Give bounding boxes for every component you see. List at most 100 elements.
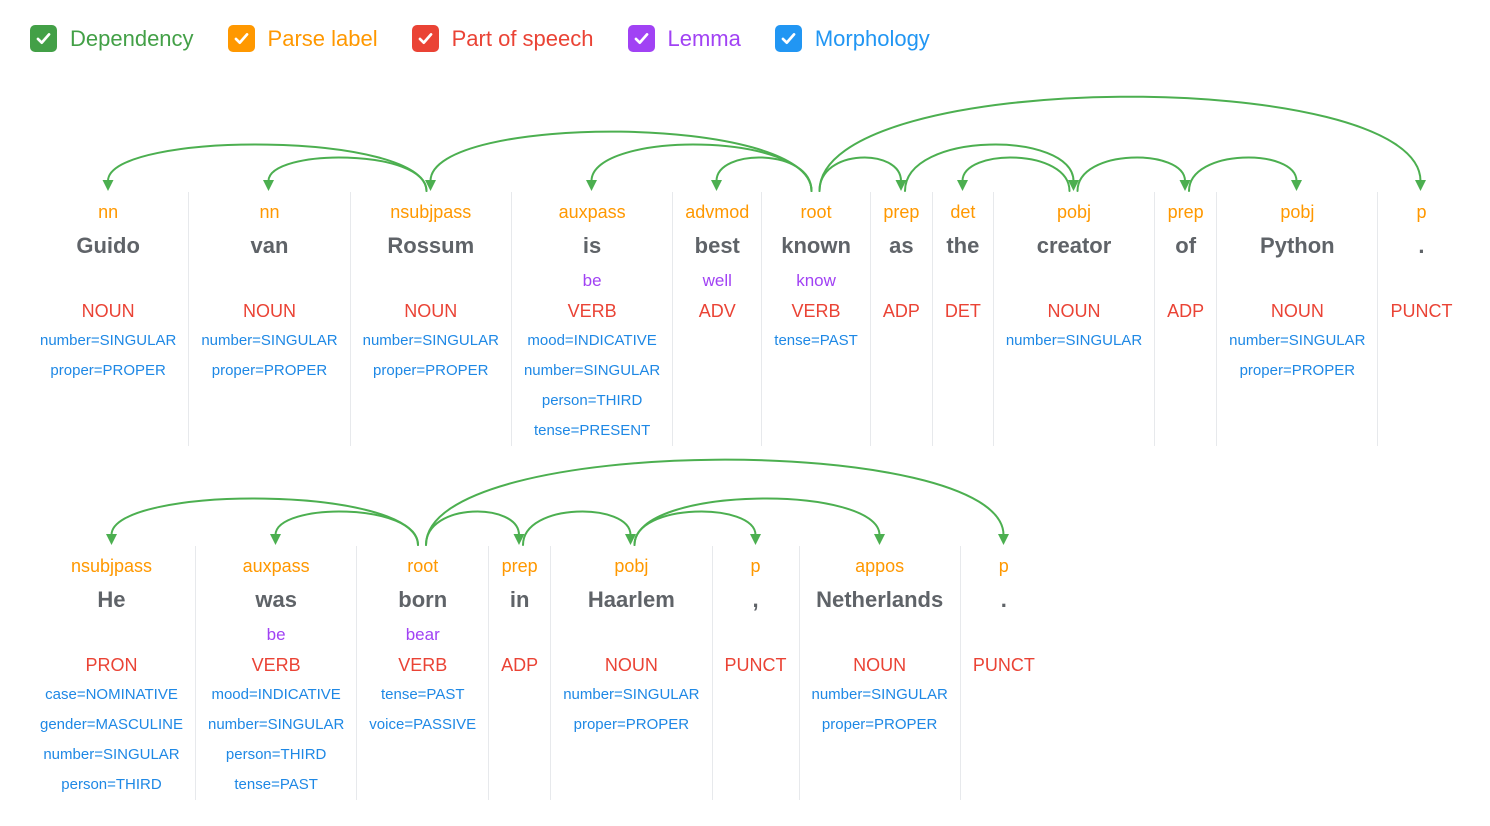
dependency-arc <box>429 130 813 192</box>
pos-tag: VERB <box>791 301 841 321</box>
token-lemma <box>945 266 981 296</box>
dependency-arc <box>590 143 813 192</box>
arc-arrowhead-icon <box>270 534 281 545</box>
pos-tag: DET <box>944 301 981 321</box>
token-lemma <box>40 266 176 296</box>
dependency-arc <box>425 510 520 546</box>
dependency-arc <box>110 497 419 546</box>
arc-arrowhead-icon <box>1291 180 1302 191</box>
token-word: the <box>946 233 980 258</box>
checkmark-icon <box>234 33 248 45</box>
token-word: . <box>1000 587 1007 612</box>
arc-arrowhead-icon <box>1179 180 1191 191</box>
morph-feature: number=SINGULAR <box>1229 332 1366 349</box>
dependency-arc <box>818 95 1422 192</box>
checkbox-label: Part of speech <box>451 26 594 51</box>
dependency-arc <box>425 458 1005 546</box>
arc-arrowhead-icon <box>998 534 1009 545</box>
arc-arrowhead-icon <box>102 180 114 191</box>
parse-label: pobj <box>1056 202 1092 222</box>
checkbox-checked-icon[interactable] <box>30 25 57 52</box>
token-word: Haarlem <box>587 587 675 612</box>
pos-tag: NOUN <box>1270 301 1324 321</box>
morph-feature: tense=PRESENT <box>533 422 651 439</box>
parse-label: auxpass <box>558 202 626 222</box>
token-lemma <box>1229 266 1365 296</box>
dependency-arcs <box>102 95 1426 192</box>
token-lemma <box>973 620 1035 650</box>
morph-feature: voice=PASSIVE <box>369 716 477 733</box>
toggle-part-of-speech[interactable]: Part of speech <box>411 25 594 52</box>
morphology-list: case=NOMINATIVE gender=MASCULINE number=SI… <box>40 680 183 800</box>
checkbox-label: Morphology <box>814 26 930 51</box>
token-word: creator <box>1036 233 1112 258</box>
morph-feature: number=SINGULAR <box>362 332 499 349</box>
arc-arrowhead-icon <box>1415 180 1426 191</box>
morph-feature: case=NOMINATIVE <box>45 686 178 703</box>
pos-tag: ADP <box>1167 301 1205 321</box>
token-word: is <box>582 233 602 258</box>
token-lemma <box>1006 266 1142 296</box>
token-lemma <box>1390 266 1452 296</box>
token-word: of <box>1175 233 1197 258</box>
parse-label: root <box>407 556 439 576</box>
pos-tag: VERB <box>398 655 448 675</box>
token-lemma <box>883 266 920 296</box>
pos-tag: NOUN <box>404 301 458 321</box>
token-column: p . PUNCT <box>959 546 1047 800</box>
morph-feature: proper=PROPER <box>211 362 328 379</box>
parse-label: appos <box>855 556 905 576</box>
toggle-dependency[interactable]: Dependency <box>30 25 194 52</box>
token-word: , <box>752 587 759 612</box>
morph-feature: number=SINGULAR <box>523 362 661 379</box>
morphology-list: number=SINGULAR proper=PROPER <box>40 326 176 386</box>
arc-arrowhead-icon <box>895 180 907 191</box>
pos-tag: NOUN <box>81 301 135 321</box>
checkmark-icon <box>634 33 648 45</box>
parse-label: pobj <box>614 556 649 576</box>
parse-label: auxpass <box>242 556 310 576</box>
morph-feature: gender=MASCULINE <box>40 716 183 733</box>
morph-feature: proper=PROPER <box>50 362 166 379</box>
dependency-arc <box>961 156 1071 192</box>
parse-label: advmod <box>685 202 750 222</box>
arc-arrowhead-icon <box>625 534 636 545</box>
token-lemma: well <box>702 271 732 290</box>
checkbox-checked-icon[interactable] <box>227 25 255 52</box>
morph-feature: person=THIRD <box>225 746 327 763</box>
checkbox-checked-icon[interactable] <box>774 25 802 52</box>
pos-tag: VERB <box>251 655 301 675</box>
parse-label: nsubjpass <box>70 556 153 576</box>
token-word: Netherlands <box>816 587 944 612</box>
checkbox-checked-icon[interactable] <box>627 25 655 52</box>
toggle-morphology[interactable]: Morphology <box>774 25 930 52</box>
morph-feature: number=SINGULAR <box>1005 332 1143 349</box>
checkbox-checked-icon[interactable] <box>411 25 439 52</box>
dependency-arc <box>1076 156 1186 192</box>
checkmark-icon <box>418 33 433 45</box>
arc-arrowhead-icon <box>586 180 597 191</box>
morph-feature: number=SINGULAR <box>40 332 177 349</box>
morph-feature: number=SINGULAR <box>43 746 180 763</box>
toggle-parse-label[interactable]: Parse label <box>227 25 378 52</box>
token-word: . <box>1418 233 1425 258</box>
dependency-arc <box>267 156 428 192</box>
parse-label: nn <box>98 202 119 222</box>
morph-feature: mood=INDICATIVE <box>211 686 341 703</box>
parse-label: p <box>750 556 761 576</box>
pos-tag: NOUN <box>1047 301 1101 321</box>
toggle-lemma[interactable]: Lemma <box>627 25 741 52</box>
morph-feature: person=THIRD <box>61 776 162 793</box>
token-column: prep of ADP <box>1154 192 1216 446</box>
